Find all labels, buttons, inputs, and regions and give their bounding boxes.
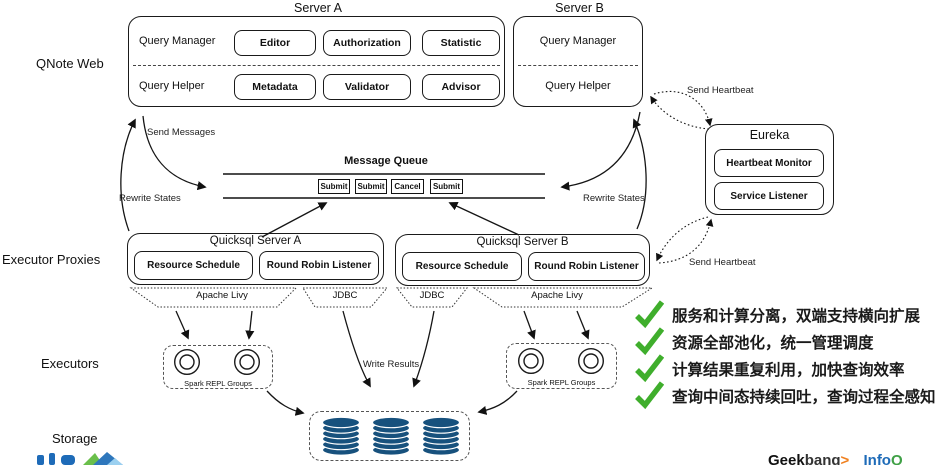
section-label-storage: Storage <box>52 431 98 446</box>
section-label-executor-proxies: Executor Proxies <box>2 252 101 267</box>
quicksql-server-a-box: Quicksql Server A Resource Schedule Roun… <box>127 233 384 285</box>
arrow-quicksql-b-to-queue <box>448 201 520 236</box>
geekbang-logo: Geekbang> <box>768 452 850 465</box>
message-queue-title: Message Queue <box>344 155 428 167</box>
eureka-box: Eureka Heartbeat Monitor Service Listene… <box>705 124 834 215</box>
server-b-divider <box>518 65 638 66</box>
arrow-write-results-left <box>342 310 371 388</box>
queue-item-submit-1: Submit <box>318 179 350 194</box>
queue-item-submit-2: Submit <box>355 179 387 194</box>
label-send-heartbeat-top: Send Heartbeat <box>687 85 754 96</box>
check-icon <box>635 327 664 356</box>
server-a-row-query-helper: Query Helper <box>139 79 205 92</box>
quicksql-server-b-box: Quicksql Server B Resource Schedule Roun… <box>395 234 650 286</box>
spark-repl-group-a-label: Spark REPL Groups <box>184 379 252 388</box>
feature-item-4: 查询中间态持续回吐，查询过程全感知 <box>672 389 936 406</box>
module-service-listener: Service Listener <box>714 182 824 210</box>
arrow-heartbeat-top-out <box>653 90 713 127</box>
feature-item-3: 计算结果重复利用，加快查询效率 <box>672 362 905 379</box>
check-icon <box>635 354 664 383</box>
arrow-write-results-right <box>412 310 435 388</box>
module-round-robin-listener-b: Round Robin Listener <box>528 252 645 281</box>
spark-repl-group-b: Spark REPL Groups <box>506 343 617 389</box>
eureka-title: Eureka <box>749 128 790 142</box>
server-a-box: Query Manager Editor Authorization Stati… <box>128 16 505 107</box>
connector-jdbc-a: JDBC <box>332 290 358 301</box>
arrow-heartbeat-bottom-back <box>656 216 709 262</box>
server-b-row-query-manager: Query Manager <box>539 35 617 47</box>
module-validator: Validator <box>323 74 411 100</box>
arrow-rewrite-states-left <box>120 118 136 232</box>
server-b-title: Server B <box>555 1 604 15</box>
feature-item-1: 服务和计算分离，双端支持横向扩展 <box>672 308 921 325</box>
arrow-heartbeat-top-back <box>650 95 710 130</box>
arrow-livy-b-2 <box>576 310 590 340</box>
arrow-livy-a-2 <box>245 310 255 340</box>
check-icon <box>635 300 664 329</box>
queue-item-submit-3: Submit <box>430 179 463 194</box>
queue-item-cancel: Cancel <box>391 179 424 194</box>
feature-item-2: 资源全部池化，统一管理调度 <box>672 335 874 352</box>
arrow-spark-a-to-storage <box>266 390 305 416</box>
label-rewrite-states-left: Rewrite States <box>119 193 181 204</box>
module-metadata: Metadata <box>234 74 316 100</box>
module-statistic: Statistic <box>422 30 500 56</box>
server-a-row-query-manager: Query Manager <box>139 35 216 47</box>
footer-brands: Geekbang> InfoQ <box>768 452 943 465</box>
section-label-executors: Executors <box>41 356 99 371</box>
label-send-messages: Send Messages <box>147 127 216 138</box>
storage-box <box>309 411 470 461</box>
server-b-box: Query Manager Query Helper <box>513 16 643 107</box>
module-resource-schedule-b: Resource Schedule <box>402 252 522 281</box>
server-a-divider <box>133 65 500 66</box>
module-resource-schedule-a: Resource Schedule <box>134 251 253 280</box>
connector-jdbc-b: JDBC <box>419 290 445 301</box>
module-advisor: Advisor <box>422 74 500 100</box>
arrow-quicksql-a-to-queue <box>261 202 328 238</box>
arrow-livy-a-1 <box>175 310 190 340</box>
infoq-logo: InfoQ <box>863 452 903 465</box>
arrow-livy-b-1 <box>523 310 536 340</box>
connector-apache-livy-b: Apache Livy <box>531 290 583 301</box>
label-write-results: Write Results <box>362 359 420 370</box>
section-label-qnote-web: QNote Web <box>36 56 104 71</box>
module-round-robin-listener-a: Round Robin Listener <box>259 251 379 280</box>
spark-repl-group-a: Spark REPL Groups <box>163 345 273 389</box>
check-icon <box>635 381 664 410</box>
arrow-rewrite-states-right <box>632 118 647 230</box>
label-rewrite-states-right: Rewrite States <box>583 193 645 204</box>
label-send-heartbeat-bottom: Send Heartbeat <box>689 257 756 268</box>
bottom-left-logo <box>37 452 123 465</box>
arrow-server-b-to-queue <box>560 111 641 191</box>
module-authorization: Authorization <box>323 30 411 56</box>
arrow-spark-b-to-storage <box>477 390 518 415</box>
spark-repl-group-b-label: Spark REPL Groups <box>527 378 596 387</box>
heartbeat-arrows <box>650 90 714 264</box>
server-b-row-query-helper: Query Helper <box>545 79 611 92</box>
connector-apache-livy-a: Apache Livy <box>196 290 248 301</box>
server-a-title: Server A <box>294 1 342 15</box>
module-heartbeat-monitor: Heartbeat Monitor <box>714 149 824 177</box>
module-editor: Editor <box>234 30 316 56</box>
quicksql-server-a-title: Quicksql Server A <box>209 235 302 247</box>
quicksql-server-b-title: Quicksql Server B <box>476 236 569 248</box>
